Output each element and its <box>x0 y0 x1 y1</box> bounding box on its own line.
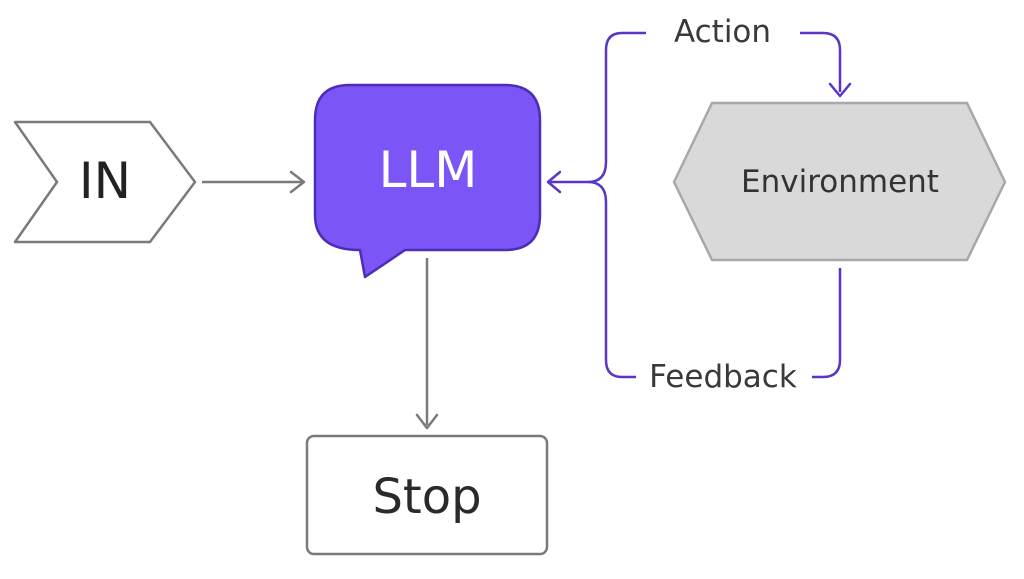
action-edge-label: Action <box>673 14 772 50</box>
environment-node-label: Environment <box>741 164 939 200</box>
loop-brace <box>586 31 646 379</box>
action-to-environment-arrow <box>800 31 842 92</box>
action-to-environment-arrowhead <box>828 82 852 98</box>
feedback-edge-label: Feedback <box>649 359 797 395</box>
llm-node-shape <box>313 83 542 279</box>
input-node-label: IN <box>78 152 132 210</box>
input-to-llm-arrowhead <box>289 170 306 194</box>
stop-node-shape <box>305 434 549 556</box>
input-node-shape <box>13 120 197 244</box>
stop-node-label: Stop <box>372 469 482 525</box>
environment-to-feedback-line <box>812 268 842 379</box>
llm-to-stop-arrowhead <box>415 413 439 430</box>
brace-to-llm-arrowhead <box>546 170 562 194</box>
llm-node-label: LLM <box>378 141 478 199</box>
environment-node-shape <box>672 101 1007 262</box>
